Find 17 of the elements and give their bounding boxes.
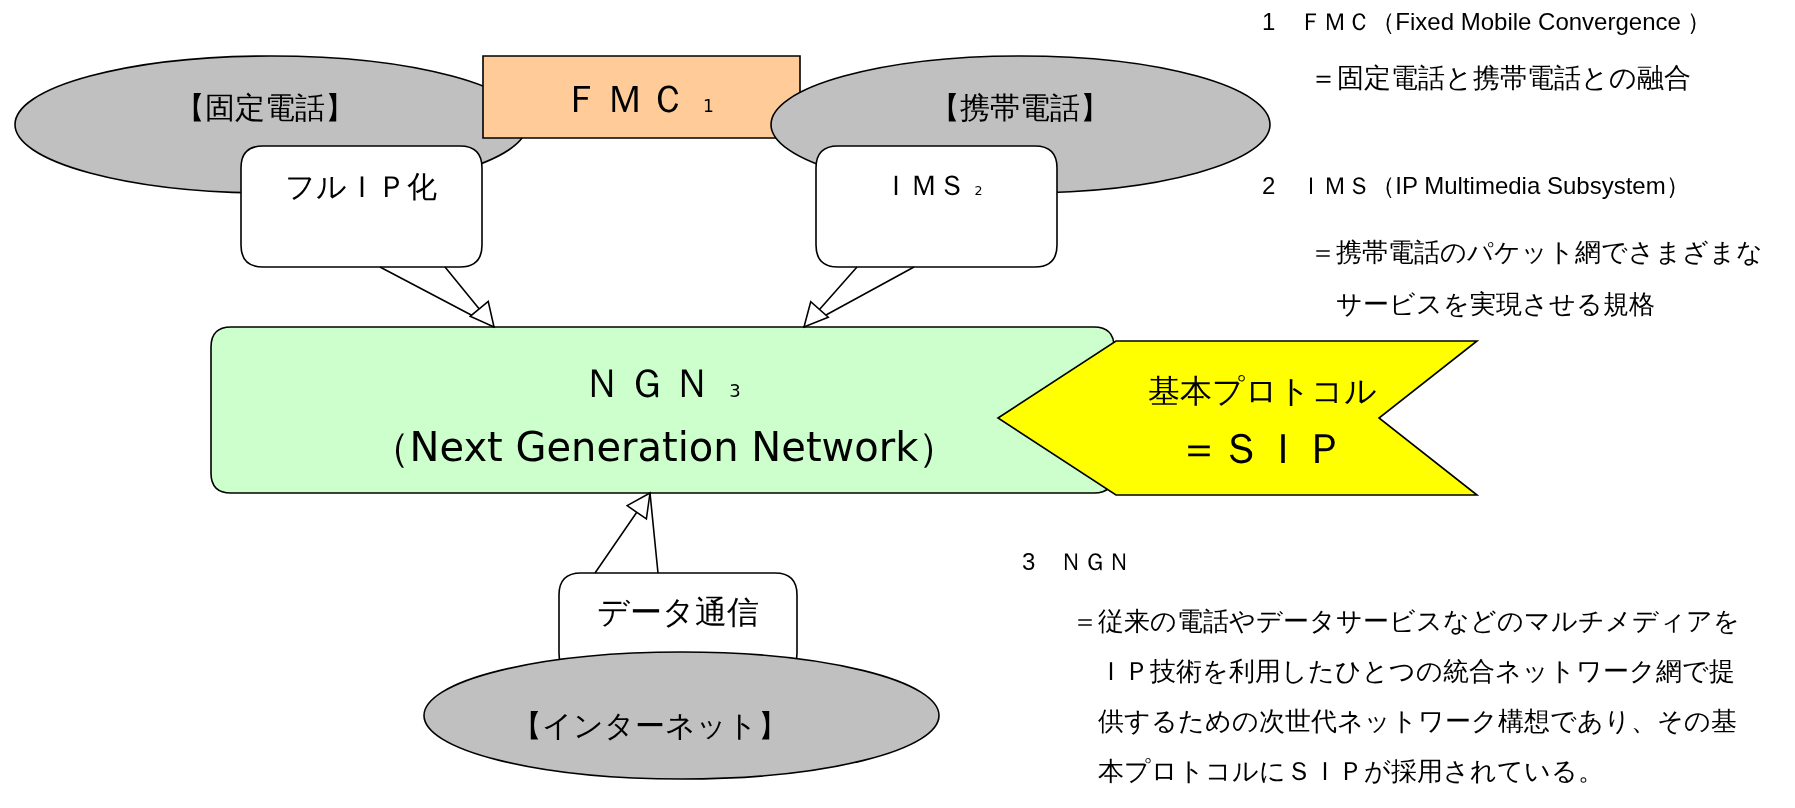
- footnote-heading: 1 ＦＭＣ（Fixed Mobile Convergence ）: [1262, 8, 1712, 37]
- callout-text: フルＩＰ化: [285, 169, 437, 203]
- footnote-text: ＝携帯電話のパケット網でさまざまなサービスを実現させる規格: [1310, 236, 1764, 321]
- ellipse-label: 【インターネット】: [512, 708, 788, 742]
- footnote-heading: 3 ＮＧＮ: [1022, 548, 1132, 577]
- callout-pointer: [379, 266, 495, 328]
- banner-text: ＝ＳＩＰ: [1178, 425, 1346, 473]
- ellipse-label: 【固定電話】: [175, 90, 355, 124]
- callout-pointer: [803, 266, 915, 328]
- panel-subheading: （Next Generation Network）: [369, 425, 959, 469]
- banner-text: 基本プロトコル: [1147, 374, 1377, 410]
- footnote-text: ＝従来の電話やデータサービスなどのマルチメディアをＩＰ技術を利用したひとつの統合ネットワーク網で提供するための次世代ネットワーク構想であり、その基本プロトコルにＳＩＰが採用されている。: [1072, 605, 1741, 788]
- ellipse-label: 【携帯電話】: [930, 90, 1110, 124]
- callout-text: データ通信: [597, 595, 759, 631]
- footnote-heading: 2 ＩＭＳ（IP Multimedia Subsystem）: [1262, 172, 1690, 201]
- footnote-text: ＝固定電話と携帯電話との融合: [1310, 62, 1691, 95]
- callout-pointer: [594, 492, 659, 574]
